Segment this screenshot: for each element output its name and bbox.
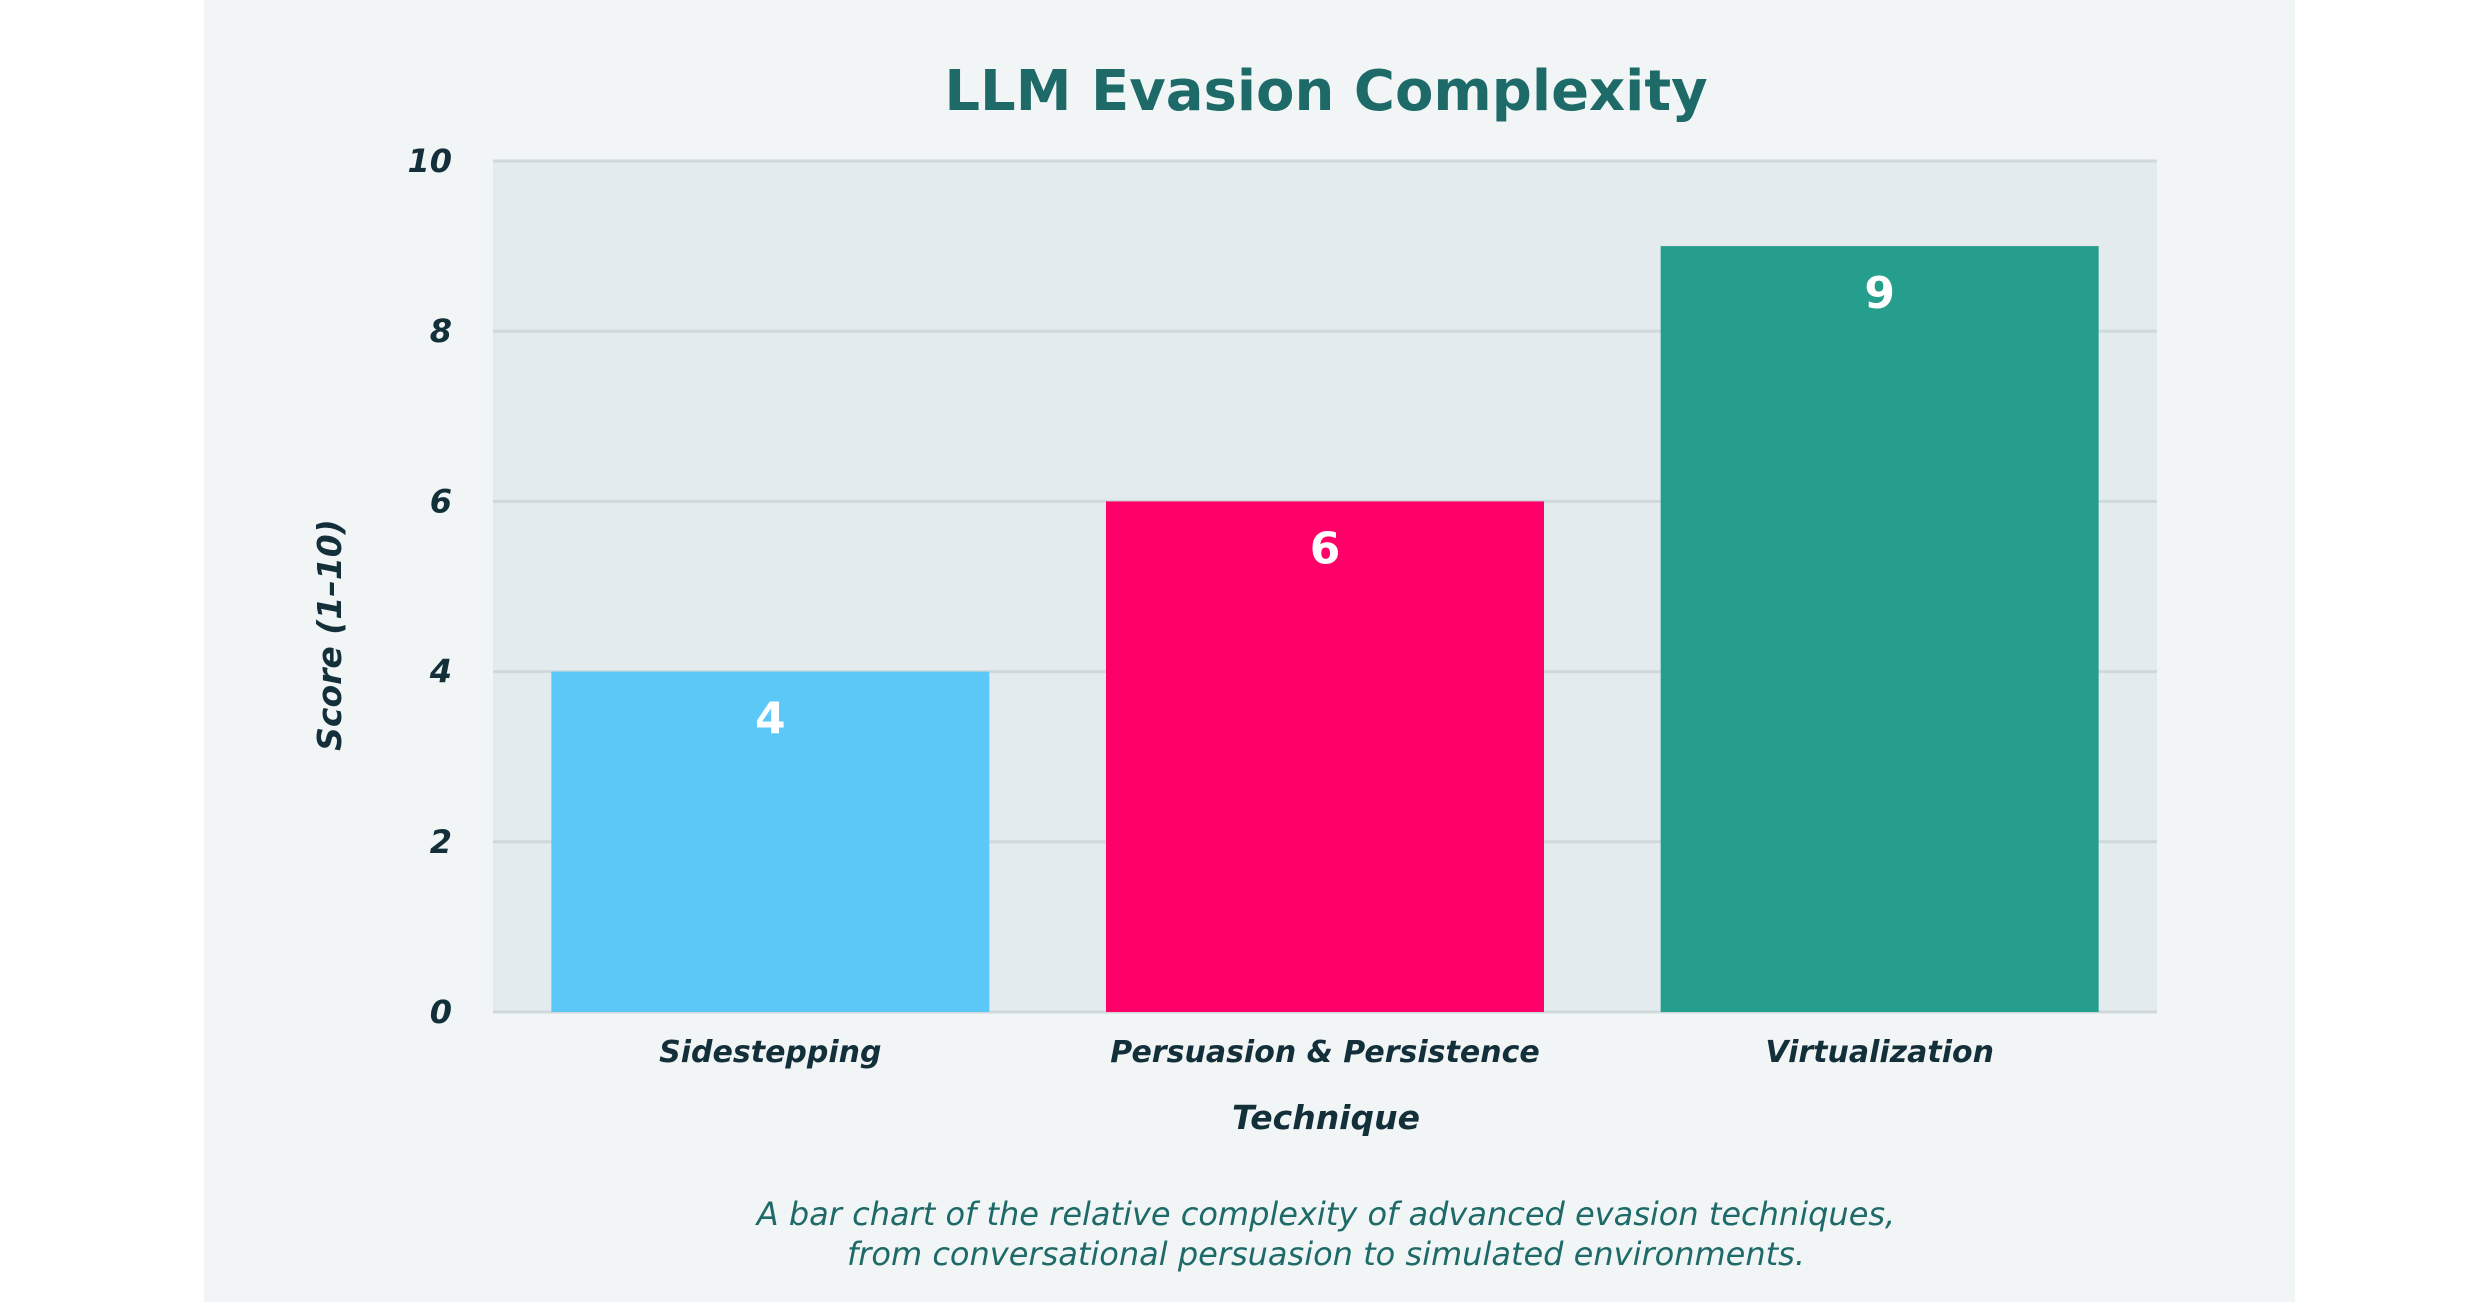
x-category-label: Sidestepping [659, 1035, 881, 1070]
y-tick-label: 10 [407, 142, 452, 180]
y-axis-title: Score (1–10) [310, 519, 349, 751]
bar-value-label: 6 [1310, 523, 1341, 574]
y-tick-label: 8 [430, 312, 452, 350]
bar-value-label: 9 [1864, 268, 1895, 319]
y-tick-label: 4 [429, 653, 452, 691]
x-category-label: Virtualization [1765, 1035, 1994, 1070]
bar-persuasion-persistence [1106, 501, 1544, 1012]
y-tick-label: 2 [430, 823, 452, 861]
value-labels: 4 6 9 [755, 268, 1895, 744]
caption-line-2: from conversational persuasion to simula… [847, 1235, 1805, 1273]
x-axis-categories: Sidestepping Persuasion & Persistence Virt… [659, 1035, 1994, 1070]
bar-sidestepping [551, 671, 990, 1012]
bar-virtualization [1660, 246, 2099, 1013]
caption-line-1: A bar chart of the relative complexity o… [755, 1195, 1895, 1233]
x-axis-title: Technique [1232, 1098, 1420, 1137]
x-category-label: Persuasion & Persistence [1110, 1035, 1539, 1070]
y-axis-ticks: 0 2 4 6 8 10 [407, 142, 452, 1031]
bars [551, 246, 2099, 1013]
bar-value-label: 4 [755, 694, 786, 745]
chart-title: LLM Evasion Complexity [944, 59, 1707, 124]
y-tick-label: 0 [430, 993, 452, 1031]
y-tick-label: 6 [430, 482, 452, 520]
